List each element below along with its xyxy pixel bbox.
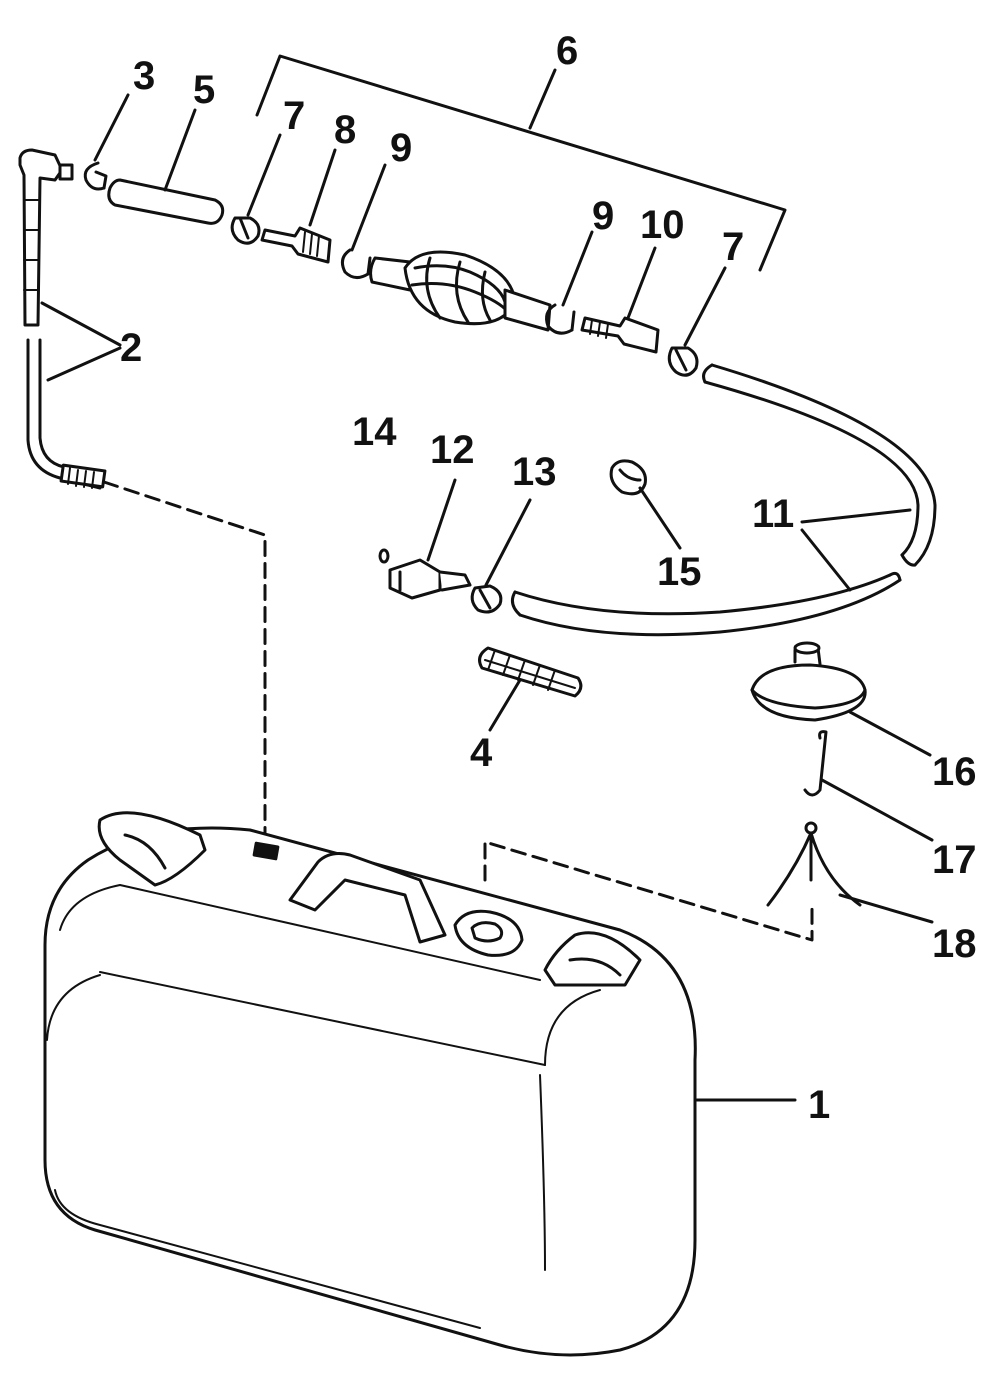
callout-9-right: 9	[592, 194, 615, 238]
leader-17	[820, 778, 934, 842]
pickup-tube-lower	[26, 338, 107, 490]
callout-13: 13	[512, 450, 557, 494]
clip-9-left	[340, 248, 372, 279]
callout-1: 1	[808, 1083, 831, 1127]
leader-3	[93, 93, 130, 162]
callout-10: 10	[640, 203, 685, 247]
hose-5	[107, 178, 225, 225]
hook-17	[803, 730, 828, 797]
group-6-bracket	[255, 54, 787, 272]
connector-12	[388, 558, 472, 600]
clip-3	[83, 161, 108, 191]
callout-7-left: 7	[283, 94, 306, 138]
callout-9-left: 9	[390, 126, 413, 170]
leader-10	[626, 246, 657, 320]
leader-8	[308, 148, 337, 227]
leader-18	[838, 893, 934, 924]
dashed-tube-to-tank	[102, 480, 267, 840]
leader-13	[484, 498, 532, 587]
dashed-filler	[483, 840, 814, 942]
callout-6: 6	[556, 29, 579, 73]
callout-17: 17	[932, 838, 977, 882]
callout-2: 2	[120, 326, 143, 370]
callout-11: 11	[752, 492, 795, 536]
leader-7a	[246, 133, 282, 217]
callout-3: 3	[133, 54, 156, 98]
connector-10	[580, 316, 660, 354]
leader-15	[638, 486, 682, 550]
callout-16: 16	[932, 750, 977, 794]
callout-18: 18	[932, 922, 977, 966]
primer-bulb	[369, 250, 552, 332]
leader-2a	[40, 301, 122, 347]
leader-11a	[800, 528, 852, 592]
filler-cap-16	[750, 641, 867, 722]
oring-14	[378, 548, 390, 564]
connector-8	[260, 226, 332, 264]
leader-4	[488, 678, 522, 732]
leader-9b	[561, 230, 594, 307]
leader-2b	[46, 346, 122, 382]
leader-12	[426, 478, 457, 562]
clip-9-right	[545, 303, 576, 335]
callout-7-right: 7	[722, 225, 745, 269]
callout-8: 8	[334, 108, 357, 152]
callout-12: 12	[430, 428, 475, 472]
spring-18	[766, 821, 862, 907]
leader-16	[848, 710, 932, 757]
callout-4: 4	[470, 731, 493, 775]
clamp-13	[470, 584, 503, 614]
hose-11	[510, 363, 937, 637]
leader-5	[163, 108, 197, 192]
callout-5: 5	[193, 68, 216, 112]
leader-9a	[350, 163, 387, 252]
callout-14: 14	[352, 410, 397, 454]
callout-15: 15	[657, 550, 702, 594]
fuel-tank-1	[43, 811, 697, 1357]
pickup-tube-upper	[18, 148, 74, 327]
clamp-7-right	[667, 346, 699, 377]
nut-15	[609, 459, 647, 496]
clamp-7-left	[230, 216, 261, 245]
leader-7b	[683, 266, 727, 347]
leader-11b	[800, 508, 912, 524]
filter-4	[478, 646, 583, 698]
